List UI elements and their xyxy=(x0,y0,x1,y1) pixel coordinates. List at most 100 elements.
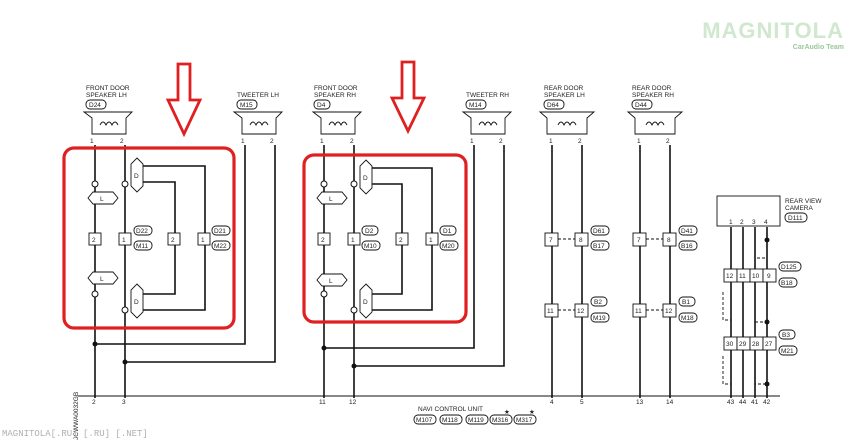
camera-label-1: REAR VIEW xyxy=(785,198,822,205)
watermark-logo-sub: CarAudio Team xyxy=(792,44,844,51)
speaker-symbol-icon xyxy=(311,111,363,135)
rear-door-speaker-rh: REAR DOOR SPEAKER RH D44 1 2 xyxy=(626,85,684,145)
front-rh-connector: D4 xyxy=(317,102,326,109)
tweeter-rh-connector: M14 xyxy=(469,102,482,109)
navi-star-2: ★ xyxy=(529,408,535,416)
camera-pin-3: 3 xyxy=(752,219,756,226)
front-lh-pin-2: 2 xyxy=(120,138,124,145)
navi-pin-14: 14 xyxy=(666,399,674,406)
navi-pin-41: 41 xyxy=(751,399,759,406)
mid-d-top: D xyxy=(363,175,368,182)
rear-lh-connector: D64 xyxy=(547,102,559,109)
tweeter-lh-pin-2: 2 xyxy=(270,138,274,145)
left-conn-a1: D22 xyxy=(136,228,148,235)
rear-lh-p8: 8 xyxy=(579,237,583,244)
navi-conn-1: M107 xyxy=(416,417,433,424)
rear-rh-connector-pill xyxy=(631,99,653,110)
camera-pin-4: 4 xyxy=(764,219,768,226)
camera-connector: D111 xyxy=(788,215,803,222)
rear-rh-connector: D44 xyxy=(635,102,647,109)
rear-rh-c3: B1 xyxy=(682,299,690,306)
mid-conn-a1: D2 xyxy=(365,228,374,235)
navi-pin-13: 13 xyxy=(636,399,644,406)
navi-conn-5: M317 xyxy=(516,417,533,424)
navi-pin-4: 4 xyxy=(550,399,554,406)
tweeter-rh-pin-1: 1 xyxy=(470,138,474,145)
camera-box xyxy=(716,195,781,227)
mid-conn-a2: M10 xyxy=(364,243,377,250)
rear-lh-p11: 11 xyxy=(547,308,554,315)
mid-pin-d: 1 xyxy=(429,237,433,244)
front-rh-pin-1: 1 xyxy=(320,138,324,145)
navi-star-1: ★ xyxy=(504,408,510,416)
mid-l-top: L xyxy=(329,196,333,203)
cam-r1-c2: B18 xyxy=(781,280,793,287)
front-rh-connector-pill xyxy=(313,99,331,110)
front-rh-pin-2: 2 xyxy=(350,138,354,145)
camera-label-2: CAMERA xyxy=(785,205,813,212)
front-rh-label-2: SPEAKER RH xyxy=(314,92,356,99)
rear-rh-c4: M18 xyxy=(681,315,694,322)
rear-lh-pin-2: 2 xyxy=(578,138,582,145)
left-group-wiring: L L D D 2 1 D22 M11 2 1 D21 M22 xyxy=(87,145,276,398)
front-door-speaker-lh: FRONT DOOR SPEAKER LH D24 1 2 xyxy=(82,85,134,145)
rear-rh-p11: 11 xyxy=(635,308,642,315)
navi-conn-4: M316 xyxy=(492,417,509,424)
rear-rh-wiring: 7 8 D41 B16 11 12 B1 M18 xyxy=(632,145,698,398)
mid-pin-a: 2 xyxy=(321,237,325,244)
rear-rh-p8: 8 xyxy=(667,237,671,244)
highlight-annotations xyxy=(62,60,468,330)
rear-lh-label-1: REAR DOOR xyxy=(544,85,584,92)
navi-conn-2: M118 xyxy=(442,417,458,424)
navi-label: NAVI CONTROL UNIT xyxy=(418,406,483,413)
rear-lh-c3: B2 xyxy=(594,299,602,306)
navi-pin-3: 3 xyxy=(122,399,126,406)
navi-pin-12: 12 xyxy=(349,399,357,406)
side-code: JCWWA0032GB xyxy=(73,392,80,440)
cam-r2-3: 27 xyxy=(765,341,773,348)
highlight-box-left xyxy=(62,146,236,330)
rear-rh-c1: D41 xyxy=(681,228,693,235)
mid-pin-c: 2 xyxy=(399,237,403,244)
rear-lh-p12: 12 xyxy=(577,308,585,315)
rear-rh-label-2: SPEAKER RH xyxy=(632,92,674,99)
rear-lh-wiring: 7 8 D61 B17 11 12 B2 M19 xyxy=(544,145,610,398)
tweeter-rh-pin-2: 2 xyxy=(499,138,503,145)
left-conn-b2: M22 xyxy=(214,243,227,250)
rear-lh-c2: B17 xyxy=(593,243,605,250)
cam-r1-c1: D125 xyxy=(781,264,797,271)
camera-harness: 12 11 10 9 D125 B18 30 29 28 27 B3 M21 xyxy=(722,227,802,398)
camera-connector-pill xyxy=(784,212,808,223)
mid-l-bot: L xyxy=(329,278,333,285)
cam-r2-c1: B3 xyxy=(782,332,790,339)
tweeter-lh-connector: M15 xyxy=(240,102,253,109)
rear-rh-pin-1: 1 xyxy=(637,138,641,145)
camera-pin-1: 1 xyxy=(729,219,733,226)
tweeter-lh-connector-pill xyxy=(236,99,258,110)
down-arrow-icon xyxy=(389,60,427,135)
rear-rh-c2: B16 xyxy=(681,243,693,250)
cam-r1-0: 12 xyxy=(726,273,734,280)
rear-rh-p7: 7 xyxy=(637,237,641,244)
rear-lh-c4: M19 xyxy=(593,315,606,322)
cam-r2-0: 30 xyxy=(726,341,734,348)
rear-rh-label-1: REAR DOOR xyxy=(632,85,672,92)
navi-pin-42: 42 xyxy=(763,399,771,406)
left-conn-b1: D21 xyxy=(214,228,226,235)
rear-rh-pin-2: 2 xyxy=(666,138,670,145)
cam-r1-3: 9 xyxy=(767,273,771,280)
rear-rh-p12: 12 xyxy=(665,308,673,315)
rear-door-speaker-lh: REAR DOOR SPEAKER LH D64 1 2 xyxy=(538,85,596,145)
cam-r2-1: 29 xyxy=(739,341,747,348)
front-lh-connector: D24 xyxy=(89,102,101,109)
front-lh-label-2: SPEAKER LH xyxy=(86,92,127,99)
watermark-logo-text: MAGNITOLA xyxy=(702,18,844,43)
cam-r2-2: 28 xyxy=(752,341,760,348)
rear-lh-pin-1: 1 xyxy=(549,138,553,145)
left-pin-a: 2 xyxy=(92,237,96,244)
rear-lh-p7: 7 xyxy=(549,237,553,244)
mid-conn-b1: D1 xyxy=(443,228,452,235)
speaker-symbol-icon xyxy=(461,111,513,135)
tweeter-rh-label: TWEETER RH xyxy=(466,92,509,99)
